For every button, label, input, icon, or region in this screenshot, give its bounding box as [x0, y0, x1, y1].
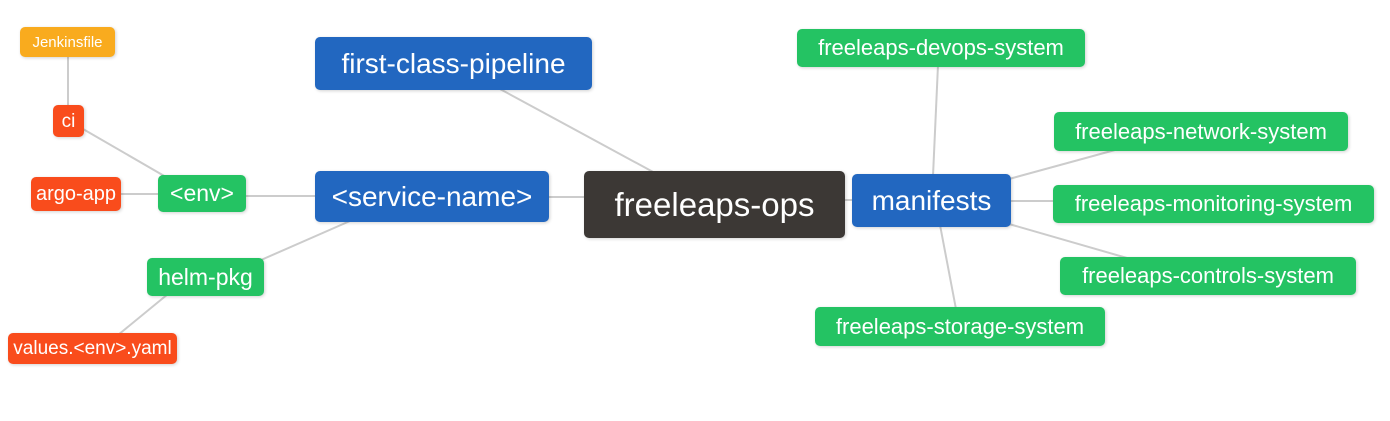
node-env[interactable]: <env>	[158, 175, 246, 212]
node-helm-pkg[interactable]: helm-pkg	[147, 258, 264, 296]
node-label-freeleaps-network-system: freeleaps-network-system	[1075, 118, 1327, 144]
node-label-freeleaps-storage-system: freeleaps-storage-system	[835, 313, 1085, 339]
edge-ci-env	[82, 128, 167, 178]
node-label-ci: ci	[61, 110, 76, 132]
edge-manifests-freeleaps-network-system	[1008, 149, 1116, 180]
node-label-manifests: manifests	[871, 184, 992, 216]
edge-first-class-pipeline-freeleaps-ops	[499, 88, 656, 174]
node-label-values-env-yaml: values.<env>.yaml	[13, 338, 172, 359]
node-freeleaps-monitoring-system[interactable]: freeleaps-monitoring-system	[1053, 185, 1374, 223]
node-first-class-pipeline[interactable]: first-class-pipeline	[315, 37, 592, 90]
node-label-service-name: <service-name>	[331, 180, 533, 212]
edge-helm-pkg-values-env-yaml	[117, 293, 169, 336]
node-values-env-yaml[interactable]: values.<env>.yaml	[8, 333, 177, 364]
node-freeleaps-network-system[interactable]: freeleaps-network-system	[1054, 112, 1348, 151]
node-label-freeleaps-devops-system: freeleaps-devops-system	[818, 35, 1064, 60]
node-label-first-class-pipeline: first-class-pipeline	[341, 47, 566, 79]
node-service-name[interactable]: <service-name>	[315, 171, 549, 222]
node-manifests[interactable]: manifests	[852, 174, 1011, 227]
edge-manifests-freeleaps-controls-system	[1008, 223, 1128, 259]
node-freeleaps-storage-system[interactable]: freeleaps-storage-system	[815, 307, 1105, 346]
node-ci[interactable]: ci	[53, 105, 84, 137]
node-label-freeleaps-ops: freeleaps-ops	[614, 186, 815, 223]
node-label-jenkinsfile: Jenkinsfile	[32, 33, 103, 51]
edge-manifests-freeleaps-storage-system	[939, 224, 957, 310]
edge-helm-pkg-service-name	[260, 220, 351, 261]
node-freeleaps-devops-system[interactable]: freeleaps-devops-system	[797, 29, 1085, 67]
edge-manifests-freeleaps-devops-system	[932, 64, 939, 177]
node-label-env: <env>	[170, 180, 234, 206]
node-freeleaps-ops[interactable]: freeleaps-ops	[584, 171, 845, 238]
node-label-freeleaps-controls-system: freeleaps-controls-system	[1082, 263, 1334, 288]
node-label-freeleaps-monitoring-system: freeleaps-monitoring-system	[1074, 191, 1353, 216]
node-freeleaps-controls-system[interactable]: freeleaps-controls-system	[1060, 257, 1356, 295]
node-jenkinsfile[interactable]: Jenkinsfile	[20, 27, 115, 57]
node-label-helm-pkg: helm-pkg	[158, 263, 253, 290]
node-label-argo-app: argo-app	[35, 183, 117, 205]
node-argo-app[interactable]: argo-app	[31, 177, 121, 211]
